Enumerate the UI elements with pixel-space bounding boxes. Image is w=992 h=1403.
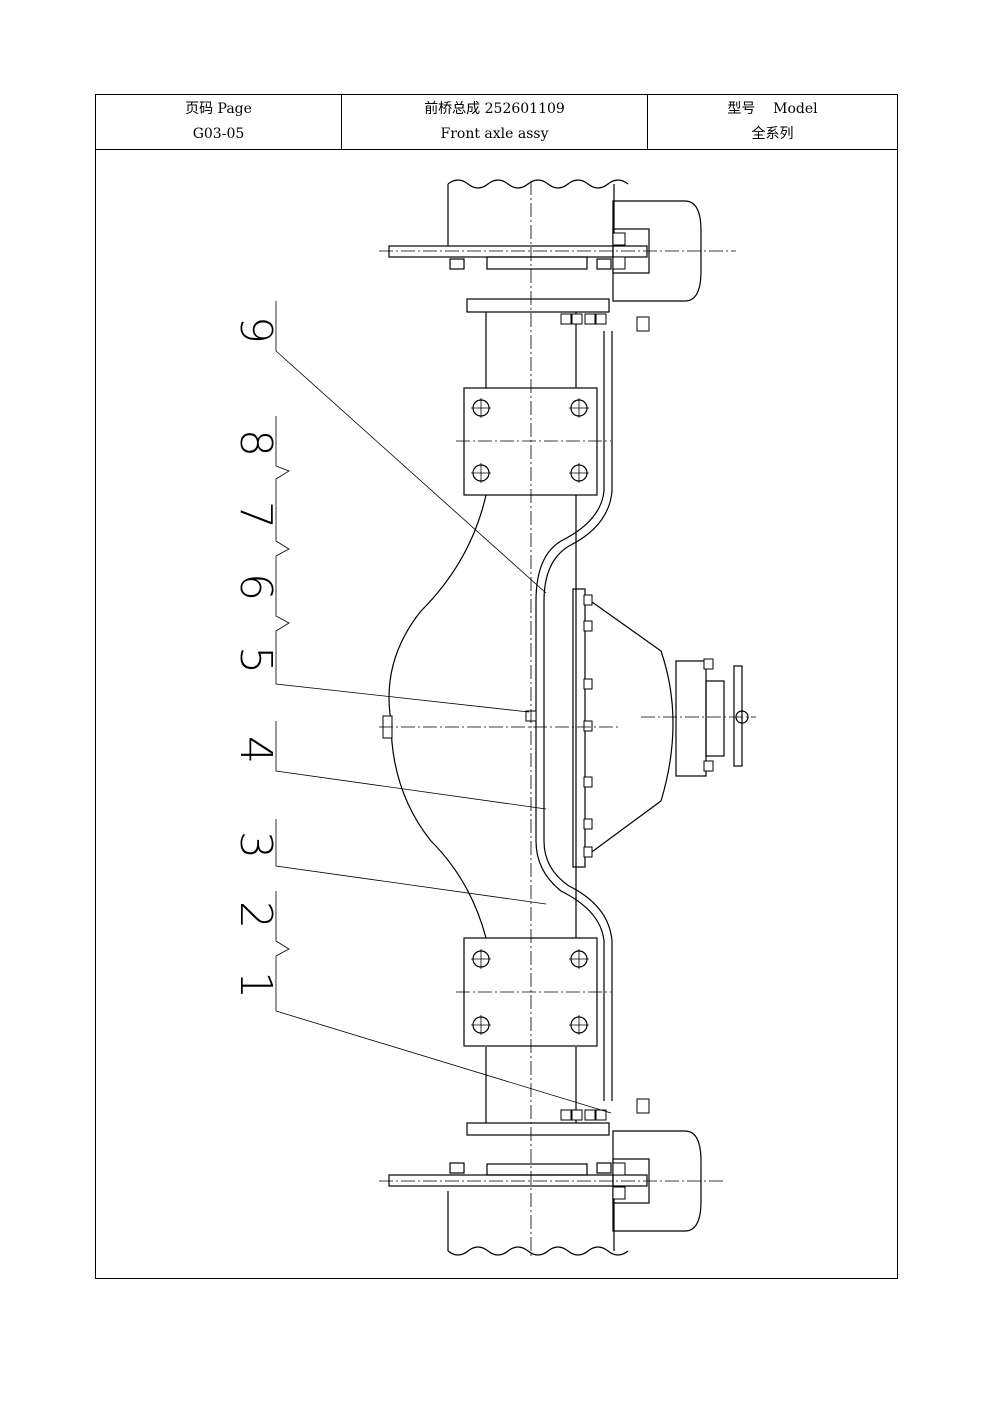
callout-9: 9 (230, 316, 281, 344)
title-cell: 前桥总成 252601109 Front axle assy (342, 95, 648, 149)
model-value: 全系列 (751, 126, 794, 142)
model-cell: 型号 Model 全系列 (648, 95, 897, 149)
callout-4: 4 (230, 736, 281, 764)
page-cell: 页码 Page G03-05 (96, 95, 342, 149)
title-en: Front axle assy (440, 126, 549, 142)
model-label: 型号 Model (727, 101, 818, 117)
title-block: 页码 Page G03-05 前桥总成 252601109 Front axle… (96, 95, 897, 150)
page-number: G03-05 (192, 126, 245, 142)
page-label: 页码 Page (185, 101, 252, 117)
front-axle-drawing: 9 8 7 6 5 4 3 2 1 (230, 179, 756, 1256)
callout-3: 3 (230, 831, 281, 859)
callout-8: 8 (230, 429, 281, 457)
callout-6: 6 (230, 573, 281, 601)
drawing-sheet: 页码 Page G03-05 前桥总成 252601109 Front axle… (95, 94, 898, 1279)
callout-2: 2 (230, 901, 281, 929)
title-cn: 前桥总成 252601109 (424, 101, 565, 117)
callout-1: 1 (230, 971, 281, 999)
callout-5: 5 (230, 646, 281, 674)
callout-7: 7 (230, 501, 281, 529)
